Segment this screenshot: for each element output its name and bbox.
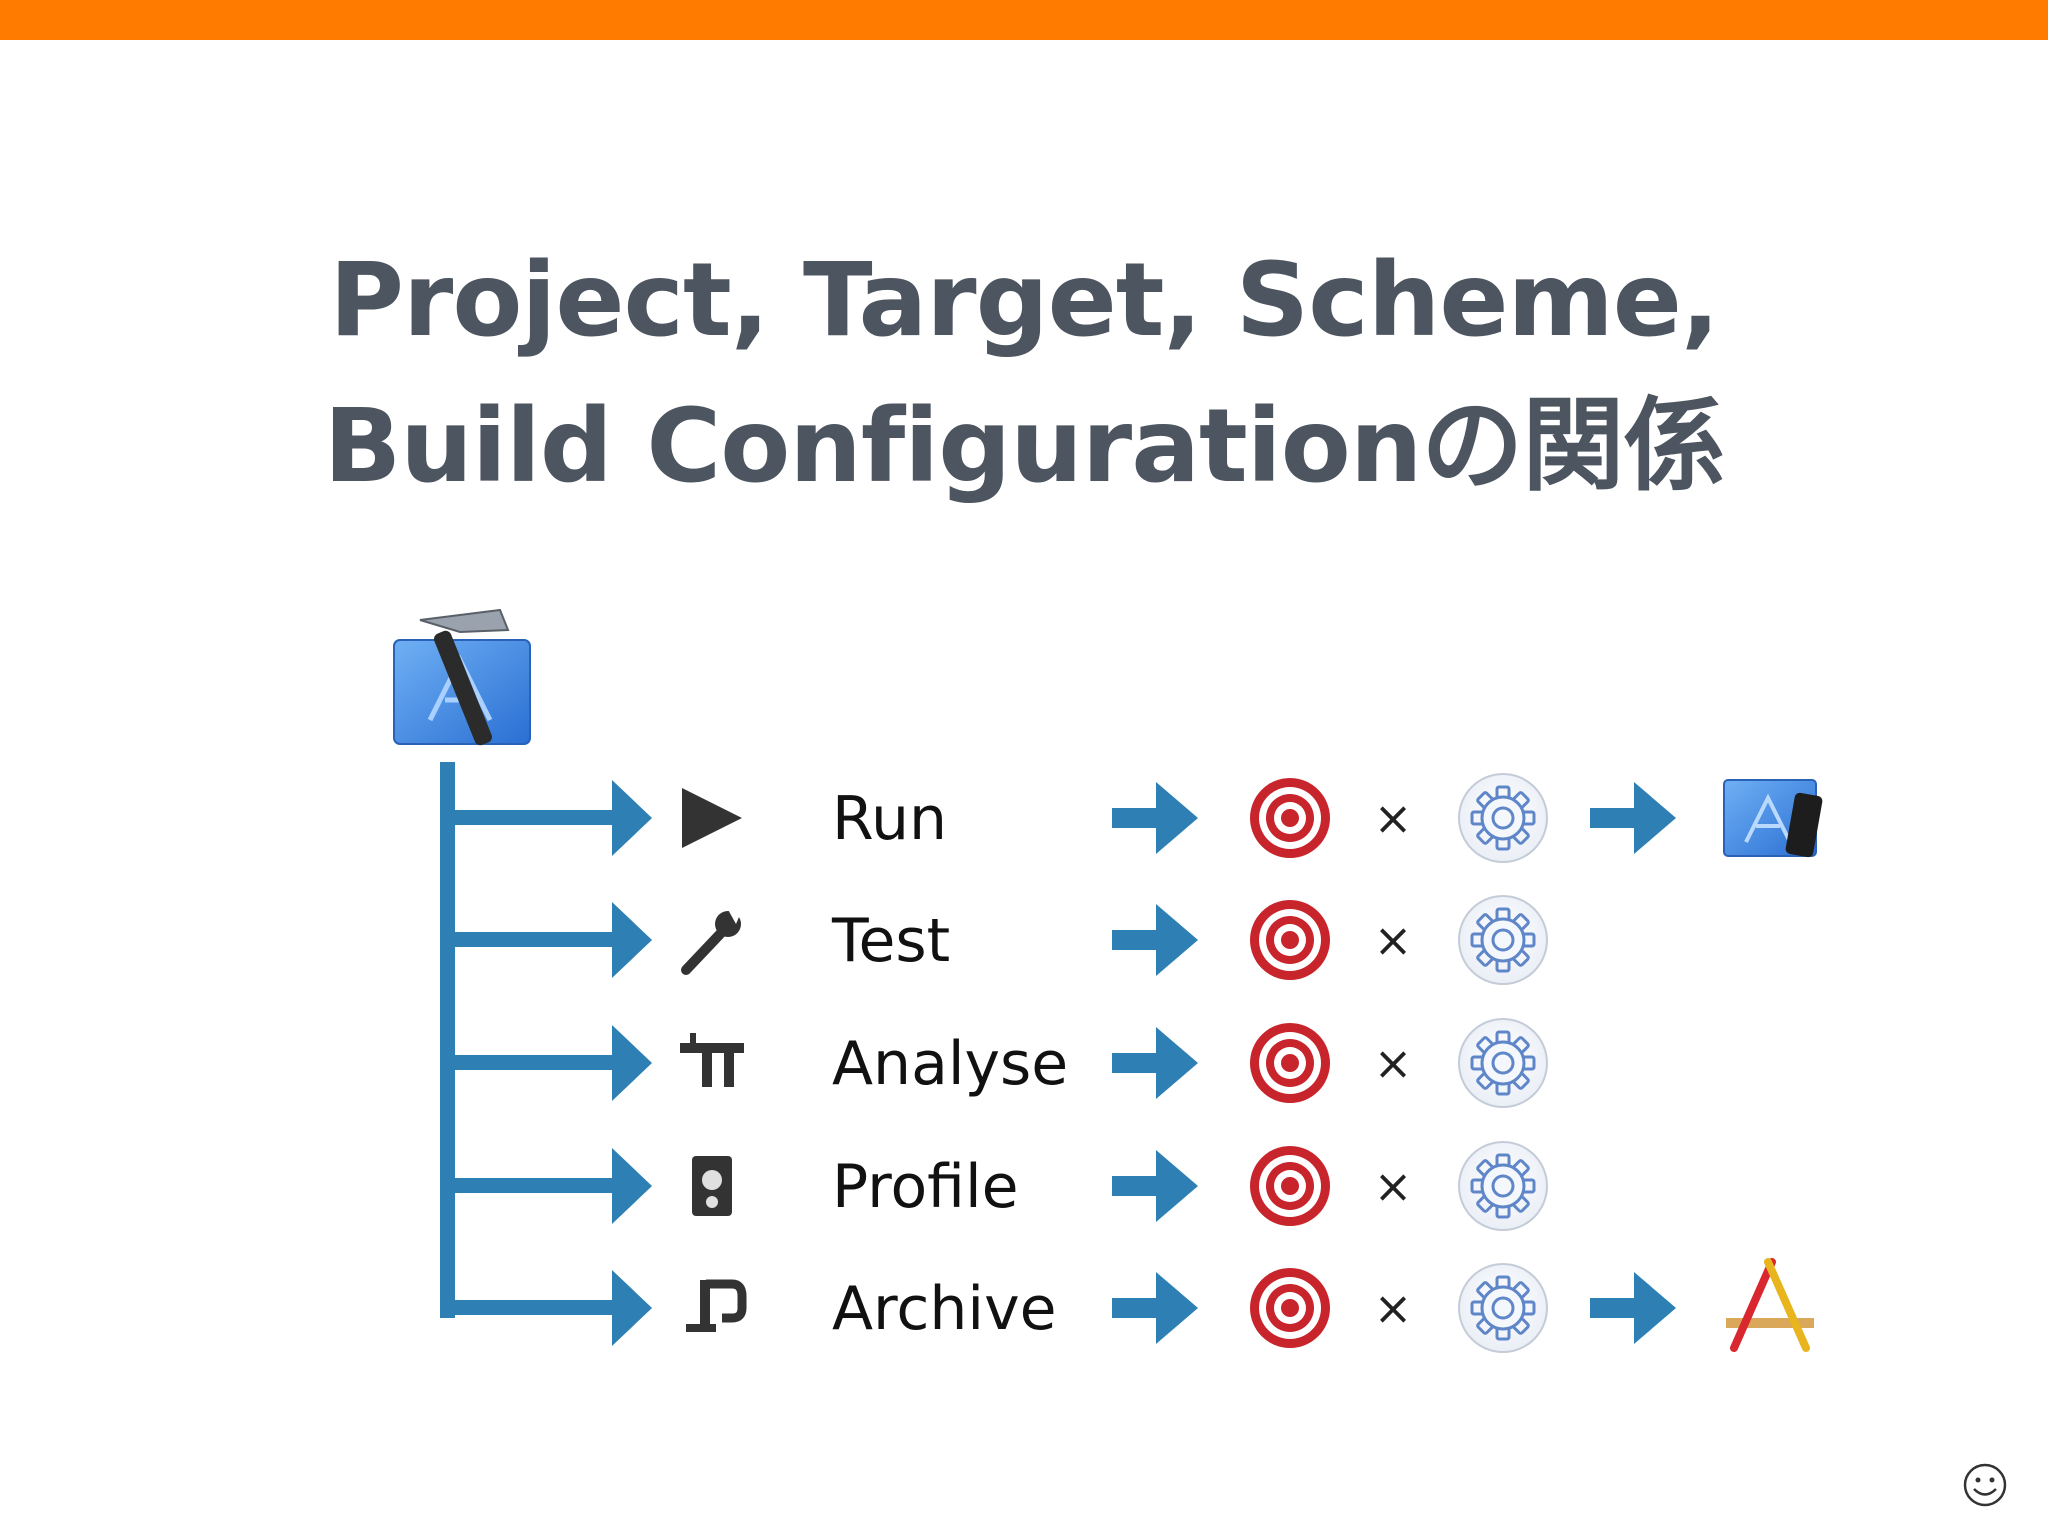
times-sign: × bbox=[1374, 1036, 1413, 1090]
wrench-icon bbox=[681, 906, 742, 975]
play-icon bbox=[682, 788, 742, 848]
top-accent-bar bbox=[0, 0, 2048, 40]
action-label: Analyse bbox=[832, 1029, 1068, 1099]
gear-icon bbox=[1458, 1263, 1548, 1353]
app-store-icon bbox=[1726, 1258, 1814, 1352]
action-row: Analyse × bbox=[680, 1018, 1548, 1108]
flow-arrow bbox=[1112, 904, 1198, 976]
branch-arrow bbox=[440, 902, 652, 978]
branch-arrow bbox=[440, 1270, 652, 1346]
gear-icon bbox=[1458, 895, 1548, 985]
title-line-2: Build Configurationの関係 bbox=[323, 387, 1726, 506]
ios-app-device-icon bbox=[1723, 779, 1823, 858]
gear-icon bbox=[1458, 1141, 1548, 1231]
flow-arrow bbox=[1112, 1150, 1198, 1222]
target-icon bbox=[1250, 900, 1330, 980]
title-line-1: Project, Target, Scheme, bbox=[329, 241, 1719, 360]
target-icon bbox=[1250, 1023, 1330, 1103]
flow-arrow bbox=[1112, 1272, 1198, 1344]
action-label: Run bbox=[832, 784, 947, 854]
action-row: Test × bbox=[681, 895, 1548, 985]
flow-arrow bbox=[1112, 1027, 1198, 1099]
gear-icon bbox=[1458, 1018, 1548, 1108]
action-row: Run × bbox=[682, 773, 1823, 863]
gauge-icon bbox=[692, 1156, 732, 1216]
flow-arrow bbox=[1112, 782, 1198, 854]
clamp-icon bbox=[686, 1279, 747, 1332]
action-label: Test bbox=[831, 906, 950, 976]
smiley-icon bbox=[1963, 1463, 2007, 1507]
target-icon bbox=[1250, 778, 1330, 858]
branch-arrows bbox=[440, 780, 652, 1346]
target-icon bbox=[1250, 1268, 1330, 1348]
branch-arrow bbox=[440, 780, 652, 856]
times-sign: × bbox=[1374, 791, 1413, 845]
target-icon bbox=[1250, 1146, 1330, 1226]
xcode-hammer-icon bbox=[393, 608, 531, 746]
times-sign: × bbox=[1374, 1159, 1413, 1213]
gear-icon bbox=[1458, 773, 1548, 863]
flow-arrow bbox=[1590, 1272, 1676, 1344]
times-sign: × bbox=[1374, 1281, 1413, 1335]
times-sign: × bbox=[1374, 913, 1413, 967]
action-label: Profile bbox=[832, 1152, 1019, 1222]
caliper-icon bbox=[680, 1033, 744, 1087]
slide-title: Project, Target, Scheme, Build Configura… bbox=[0, 228, 2048, 520]
action-row: Profile × bbox=[692, 1141, 1548, 1231]
branch-arrow bbox=[440, 1148, 652, 1224]
tree-connector bbox=[440, 762, 455, 1318]
action-label: Archive bbox=[832, 1274, 1057, 1344]
branch-arrow bbox=[440, 1025, 652, 1101]
flow-arrow bbox=[1590, 782, 1676, 854]
action-row: Archive × bbox=[686, 1258, 1814, 1353]
